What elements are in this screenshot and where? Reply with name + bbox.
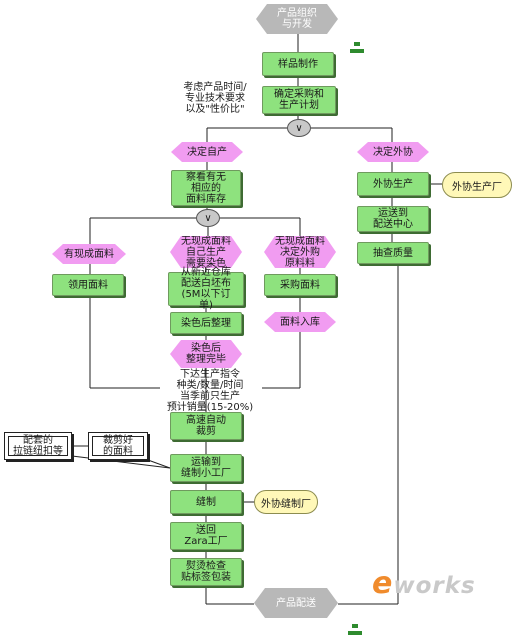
func-check-stock: 察看有无 相应的 面料库存 bbox=[171, 170, 241, 206]
event-outsource: 决定外协 bbox=[357, 142, 429, 162]
event-no-fabric-buy: 无现成面料 决定外购 原料料 bbox=[264, 236, 336, 268]
event-dye-done: 染色后 整理完毕 bbox=[170, 340, 242, 368]
func-select-gray-cloth: 从新近仓库 配送白坯布 (5M以下订单) bbox=[168, 267, 244, 311]
event-has-fabric: 有现成面料 bbox=[52, 244, 126, 264]
event-fabric-stock-in: 面料入库 bbox=[264, 312, 336, 332]
event-self-produce: 决定自产 bbox=[171, 142, 243, 162]
func-buy-fabric: 采购面料 bbox=[264, 274, 336, 296]
func-dye-finish: 染色后整理 bbox=[170, 312, 242, 334]
org-sewing-factory: 外协缝制厂 bbox=[254, 490, 318, 514]
func-auto-cutting: 高速自动 裁剪 bbox=[170, 412, 242, 440]
func-return-factory: 送回 Zara工厂 bbox=[170, 522, 242, 550]
org-outsource-factory: 外协生产厂 bbox=[442, 172, 512, 198]
eworks-logo: eworks bbox=[372, 566, 476, 601]
connector-line bbox=[147, 459, 171, 469]
event-product-delivery: 产品配送 bbox=[254, 588, 338, 618]
note-production-order: 下达生产指令 种类/数量/时间 当季前只生产 预计销量(15-20%) bbox=[166, 369, 254, 413]
func-ship-to-workshop: 运输到 缝制小工厂 bbox=[170, 454, 242, 482]
func-decide-plan: 确定采购和 生产计划 bbox=[262, 86, 336, 114]
note-plan-considerations: 考虑产品时间/ 专业技术要求 以及"性价比" bbox=[183, 82, 247, 115]
event-no-fabric-self: 无现成面料 自己生产 需要染色 bbox=[170, 236, 242, 268]
func-sewing: 缝制 bbox=[170, 490, 242, 514]
xor-stock-connector: ∨ bbox=[196, 209, 220, 227]
func-iron-pack: 熨烫检查 贴标签包装 bbox=[170, 558, 242, 586]
func-pick-fabric: 领用面料 bbox=[52, 274, 124, 296]
xor-plan-connector: ∨ bbox=[287, 119, 311, 137]
event-product-dev: 产品组织 与开发 bbox=[256, 4, 338, 34]
doc-cut-fabric: 裁剪好 的面料 bbox=[88, 432, 148, 460]
doc-trims: 配套的 拉链纽扣等 bbox=[4, 432, 72, 460]
func-quality-check: 抽查质量 bbox=[357, 242, 429, 264]
func-outsource-production: 外协生产 bbox=[357, 172, 429, 196]
network-icon bbox=[348, 624, 362, 635]
network-icon bbox=[350, 42, 364, 53]
func-ship-to-dc: 运送到 配送中心 bbox=[357, 206, 429, 232]
func-sample-making: 样品制作 bbox=[262, 52, 334, 76]
